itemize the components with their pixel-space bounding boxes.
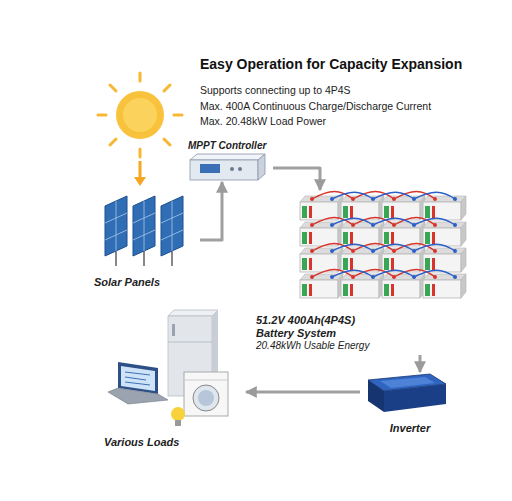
diagram-title: Easy Operation for Capacity Expansion [200, 56, 462, 72]
flow-connector [200, 182, 222, 240]
panels-node: Solar Panels [88, 188, 200, 292]
flow-connector [246, 391, 360, 394]
sunlight-arrow [134, 161, 146, 186]
mppt-controller-icon [190, 154, 265, 180]
subtitle-line: Max. 20.48kW Load Power [200, 115, 326, 127]
flow-connector [419, 355, 422, 372]
inverter-node: Inverter [360, 372, 460, 438]
node-text-group: Inverter [360, 422, 460, 435]
subtitle-line: Supports connecting up to 4P4S [200, 84, 351, 96]
battery-node: 51.2V 400Ah(4P4S) Battery System20.48kWh… [250, 190, 468, 355]
node-text-group: MPPT Controller [188, 140, 266, 152]
battery-label: 51.2V 400Ah(4P4S) Battery System [256, 314, 391, 340]
subtitle-line: Max. 400A Continuous Charge/Discharge Cu… [200, 100, 431, 112]
inverter-icon [368, 374, 446, 412]
energy-label: 20.48kWh Usable Energy [256, 340, 391, 352]
node-text-group: 51.2V 400Ah(4P4S) Battery System20.48kWh… [256, 314, 391, 352]
battery-array-icon [300, 192, 466, 299]
loads-icons [108, 310, 228, 426]
controller-label: MPPT Controller [188, 140, 266, 152]
loads-label: Various Loads [104, 436, 179, 449]
node-text-group: Various Loads [104, 436, 179, 449]
controller-node: MPPT Controller [182, 138, 273, 182]
sun-icon [98, 73, 182, 157]
inverter-label: Inverter [360, 422, 460, 435]
loads-node: Various Loads [98, 306, 246, 452]
solar-panel-icons [105, 196, 183, 266]
node-text-group: Solar Panels [94, 276, 160, 289]
panels-label: Solar Panels [94, 276, 160, 289]
flow-connector [273, 168, 320, 190]
